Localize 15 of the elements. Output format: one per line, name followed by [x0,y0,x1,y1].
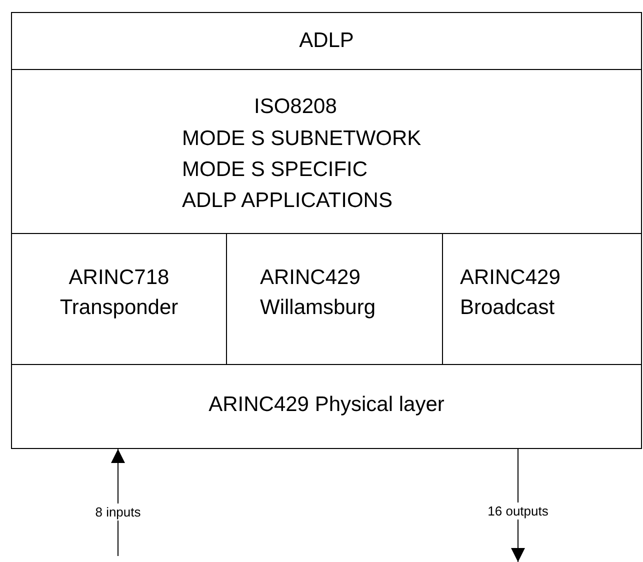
layer-label: ISO8208 [254,94,337,120]
edge-label: 16 outputs [486,502,550,520]
layer-box [11,12,642,70]
layer-label: MODE S SPECIFIC [182,157,368,183]
layer-label: ARINC429 Physical layer [208,392,444,418]
layer-label: ARINC429 Willamsburg [260,265,376,321]
layer-box [11,69,642,234]
layer-label: ADLP [299,28,354,54]
layer-label: ARINC718 Transponder [60,265,178,321]
layer-box [11,364,642,449]
arrow [111,448,125,556]
layer-label: ADLP APPLICATIONS [182,188,392,214]
layer-label: MODE S SUBNETWORK [182,126,422,152]
layer-label: ARINC429 Broadcast [460,265,560,321]
edge-label: 8 inputs [93,504,143,520]
